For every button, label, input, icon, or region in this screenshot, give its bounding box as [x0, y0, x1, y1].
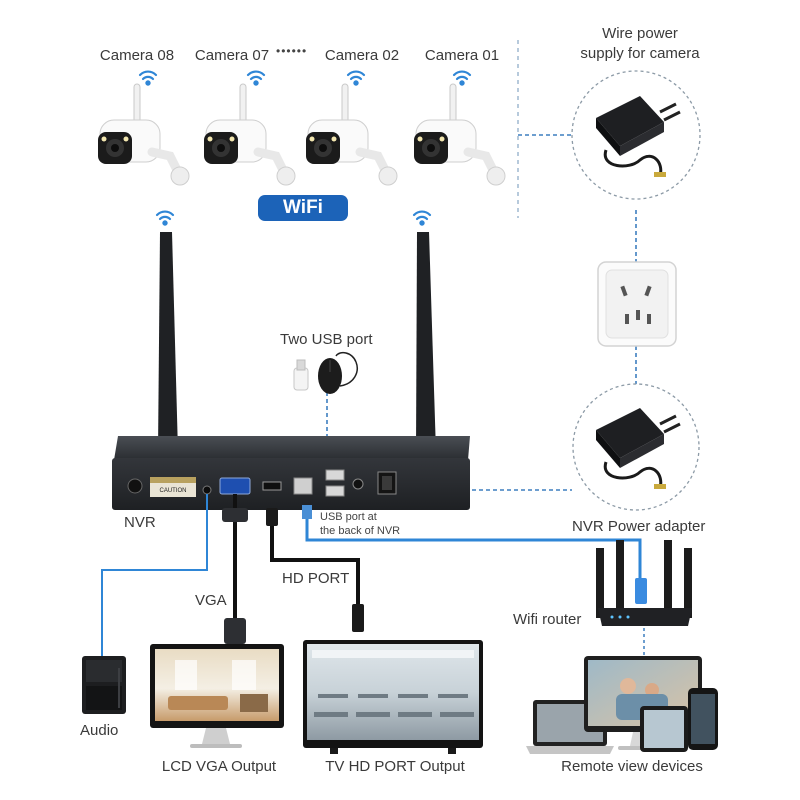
camera-01-label: Camera 01: [424, 47, 500, 64]
lcd-monitor: [150, 644, 284, 748]
audio-speaker: [82, 656, 126, 714]
tv-screen: [303, 640, 483, 754]
usb-label: Two USB port: [280, 331, 373, 348]
camera-08-label: Camera 08: [99, 47, 175, 64]
camera-08: [98, 83, 190, 186]
camera-02-label: Camera 02: [324, 47, 400, 64]
usb-dongle: [293, 359, 309, 391]
router-plug: [635, 578, 647, 604]
network-cable: [305, 508, 642, 580]
hd-plug-bottom: [352, 604, 364, 632]
camera-02: [306, 83, 398, 186]
audio-cable: [101, 494, 208, 656]
nvr-antenna-left: [156, 232, 180, 466]
hd-cable: [270, 512, 360, 606]
router-label: Wifi router: [513, 611, 582, 628]
usb-mouse: [318, 351, 358, 394]
wall-socket: [597, 261, 677, 347]
power-supply-label: Wire power supply for camera: [580, 25, 700, 62]
audio-label: Audio: [80, 722, 119, 739]
nvr-antenna-right: [414, 232, 438, 466]
vga-plug-bottom: [224, 618, 246, 644]
vga-label: VGA: [195, 592, 227, 609]
camera-power-adapter: [571, 70, 701, 200]
nvr-adapter-label: NVR Power adapter: [572, 518, 706, 535]
nvr-power-adapter: [572, 383, 700, 511]
camera-07: [204, 83, 296, 186]
camera-ellipsis: ••••••: [276, 44, 308, 58]
tv-label: TV HD PORT Output: [325, 758, 465, 775]
remote-label: Remote view devices: [561, 758, 703, 775]
vga-plug-top: [222, 508, 248, 522]
nvr-label: NVR: [124, 514, 156, 531]
nvr-device: CAUTION: [112, 436, 470, 510]
wifi-signal-icon: [138, 70, 472, 226]
hd-port-label: HD PORT: [282, 570, 350, 587]
lcd-label: LCD VGA Output: [161, 758, 277, 775]
usb-back-label: USB port at the back of NVR: [320, 511, 401, 537]
hd-plug-top: [266, 508, 278, 526]
camera-07-label: Camera 07: [194, 47, 270, 64]
wifi-router: [596, 540, 692, 626]
wifi-badge: WiFi: [258, 195, 348, 221]
rj45-plug: [302, 505, 312, 519]
remote-devices: [526, 656, 718, 754]
caution-sticker: CAUTION: [160, 488, 187, 494]
camera-01: [414, 83, 506, 186]
